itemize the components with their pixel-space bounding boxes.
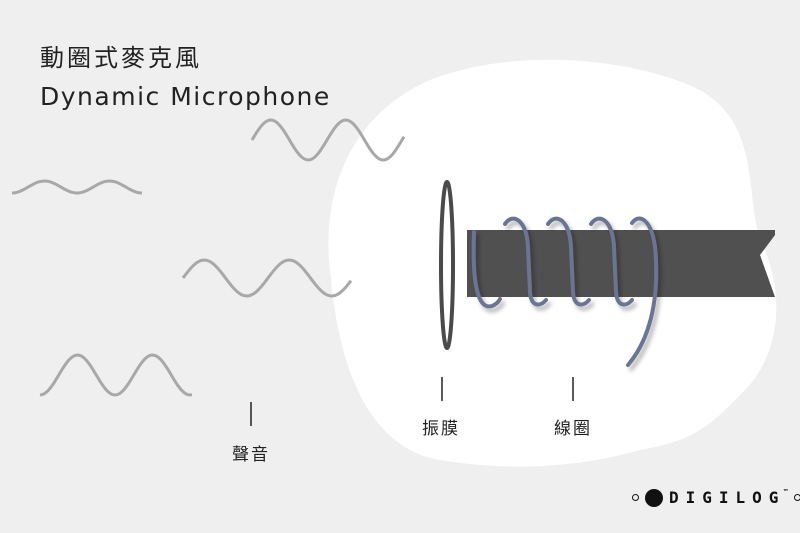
sound-wave xyxy=(250,118,406,162)
diaphragm xyxy=(439,180,455,350)
sound-wave xyxy=(39,353,193,397)
coil-winding xyxy=(589,216,634,307)
title-chinese: 動圈式麥克風 xyxy=(40,44,202,72)
coil-winding xyxy=(503,216,548,307)
logo-text: DIGILOG xyxy=(669,488,786,507)
coil xyxy=(471,216,659,367)
coil-winding xyxy=(546,216,591,307)
logo-dot-icon xyxy=(793,494,800,501)
sound-wave xyxy=(11,179,143,195)
logo-tm: ™ xyxy=(783,488,788,496)
label-diaphragm: 振膜 xyxy=(422,419,460,439)
magnet-core xyxy=(467,230,775,297)
label-coil: 線圈 xyxy=(554,419,592,439)
title-english: Dynamic Microphone xyxy=(40,82,331,111)
coil-winding xyxy=(626,216,659,367)
logo-dot-icon xyxy=(632,494,639,501)
logo-wave-badge-icon xyxy=(645,488,663,507)
sound-wave xyxy=(181,258,353,298)
coil-winding xyxy=(471,230,502,309)
label-sound: 聲音 xyxy=(232,445,270,465)
sound-waves xyxy=(11,118,406,397)
